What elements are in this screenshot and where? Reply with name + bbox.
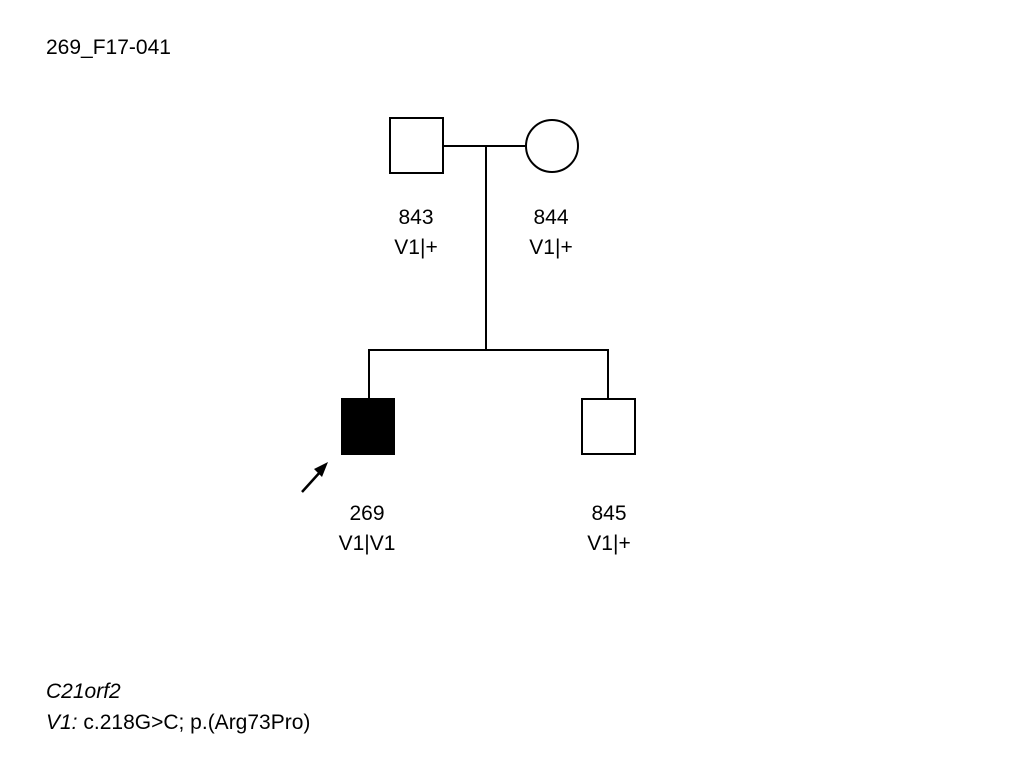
gene-name: C21orf2 [46, 680, 121, 703]
individual-843-genotype: V1|+ [394, 236, 438, 259]
individual-269-genotype: V1|V1 [338, 532, 396, 555]
variant-label: V1: [46, 711, 78, 734]
individual-844-label: 844 V1|+ [491, 203, 611, 263]
individual-843-label: 843 V1|+ [356, 203, 476, 263]
individual-844-symbol [525, 119, 579, 173]
proband-arrow-icon [301, 462, 328, 493]
individual-269-symbol [341, 398, 395, 455]
variant-legend: C21orf2 V1: c.218G>C; p.(Arg73Pro) [46, 676, 310, 738]
individual-269-id: 269 [349, 502, 385, 525]
variant-description: c.218G>C; p.(Arg73Pro) [83, 711, 311, 734]
individual-845-label: 845 V1|+ [549, 499, 669, 559]
individual-269-label: 269 V1|V1 [307, 499, 427, 559]
individual-843-symbol [389, 117, 444, 174]
individual-845-id: 845 [591, 502, 627, 525]
individual-843-id: 843 [398, 206, 434, 229]
individual-845-genotype: V1|+ [587, 532, 631, 555]
family-id: 269_F17-041 [46, 36, 171, 59]
individual-844-genotype: V1|+ [529, 236, 573, 259]
individual-844-id: 844 [533, 206, 569, 229]
individual-845-symbol [581, 398, 636, 455]
